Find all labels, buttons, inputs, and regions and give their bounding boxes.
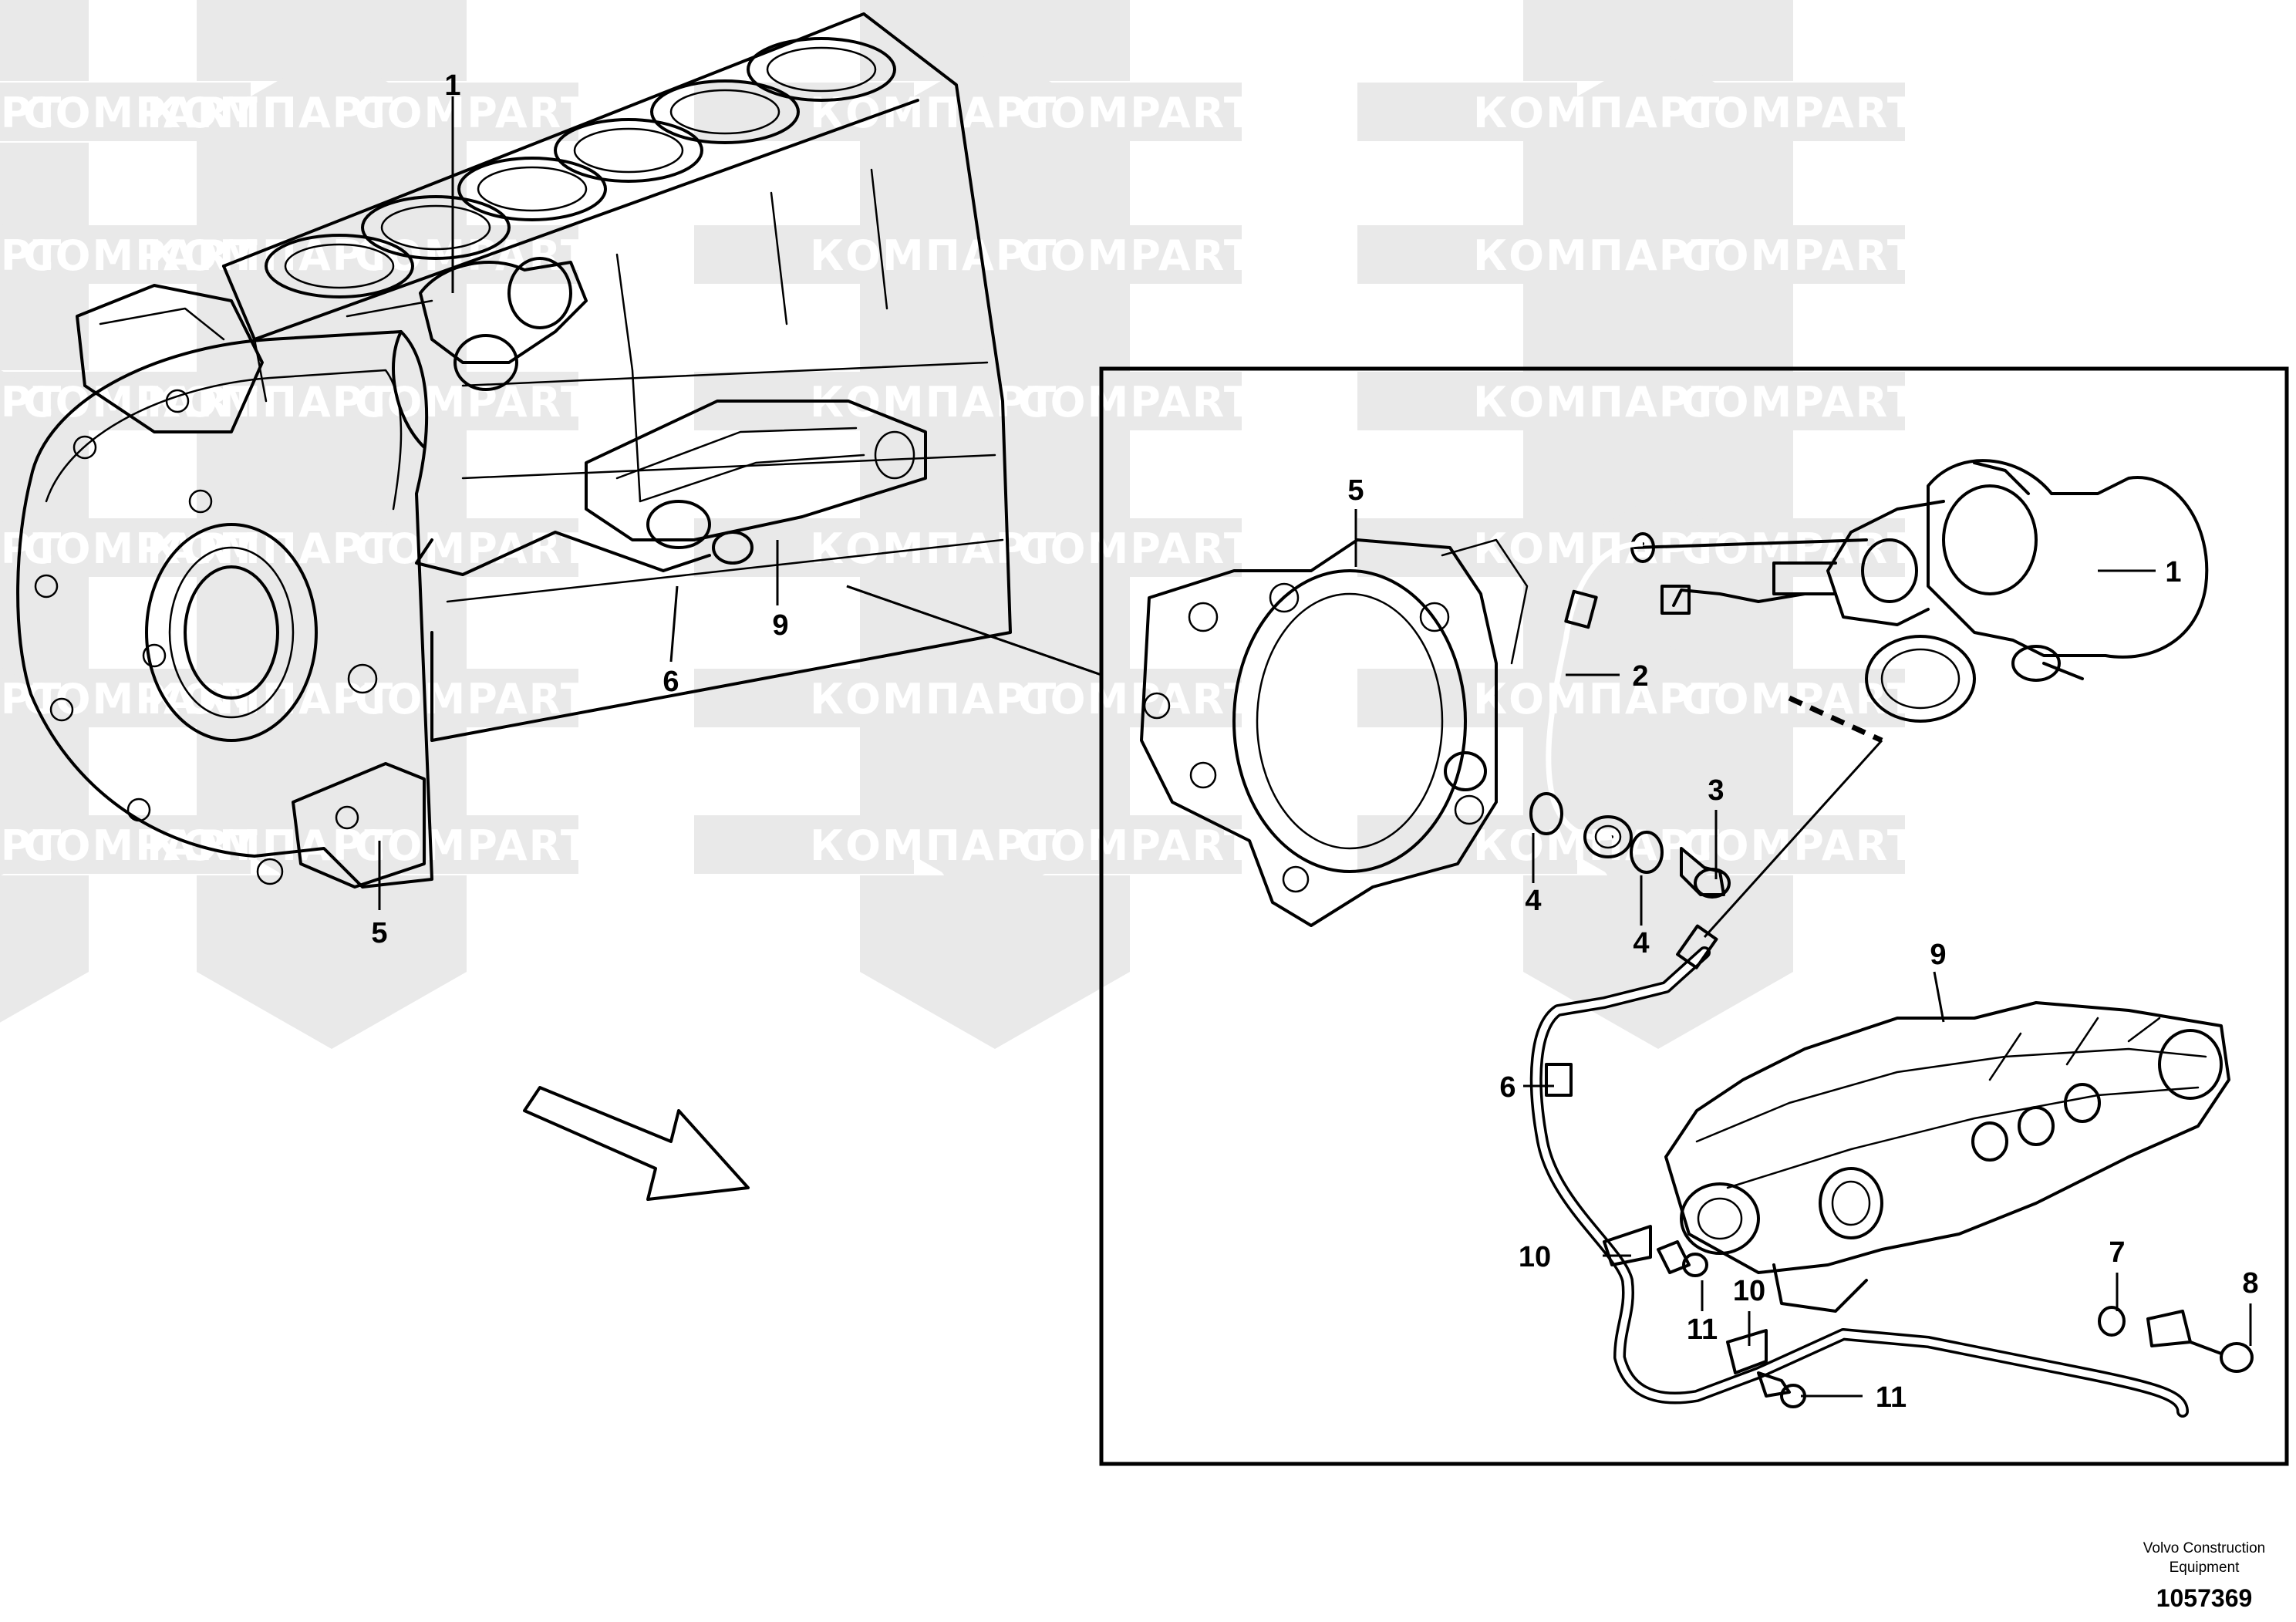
footer-block: Volvo Construction Equipment 1057369 [2143, 1540, 2265, 1612]
watermark-text-cyrillic: КОМПАРТ [1473, 821, 1721, 870]
watermark-text-cyrillic: КОМПАРТ [2136, 231, 2296, 280]
part-5-housing [1140, 538, 1529, 927]
watermark-text-cyrillic: КОМПАРТ [810, 821, 1057, 870]
part-10-clip-b [1726, 1329, 1768, 1374]
drawing-number: 1057369 [2156, 1584, 2253, 1612]
part-4-washer-b [1630, 831, 1664, 874]
part-9-oil-pump [1664, 1001, 2230, 1313]
watermark-text-latin: COMPART [355, 89, 591, 137]
watermark-text-cyrillic: КОМПАРТ [0, 524, 62, 573]
watermark-text-cyrillic: КОМПАРТ [0, 821, 62, 870]
watermark-text-cyrillic: КОМПАРТ [2136, 524, 2296, 573]
callout-detail-4b: 4 [1633, 927, 1649, 959]
direction-arrow [523, 1086, 750, 1201]
watermark-layer: КОМПАРТCOMPARTКОМПАРТCOMPARTКОМПАРТCOMPA… [0, 0, 2296, 1049]
callout-detail-11a: 11 [1687, 1313, 1718, 1346]
part-7-washer [2098, 1306, 2126, 1337]
watermark-text-cyrillic: КОМПАРТ [2136, 378, 2296, 427]
watermark-text-cyrillic: КОМПАРТ [0, 378, 62, 427]
watermark-text-cyrillic: КОМПАРТ [1473, 378, 1721, 427]
watermark-text-latin: COMPART [1018, 378, 1254, 427]
callout-detail-9: 9 [1930, 939, 1946, 971]
watermark-text-cyrillic: КОМПАРТ [1473, 89, 1721, 137]
part-4-washer-a [1529, 792, 1563, 835]
callout-detail-11b: 11 [1876, 1381, 1907, 1414]
watermark-text-latin: COMPART [355, 821, 591, 870]
watermark-text-cyrillic: КОМПАРТ [2136, 675, 2296, 723]
watermark-text-cyrillic: КОМПАРТ [810, 231, 1057, 280]
watermark-text-latin: COMPART [23, 231, 259, 280]
watermark-text-latin: COMPART [23, 821, 259, 870]
footer-brand-line2: Equipment [2170, 1560, 2240, 1576]
callout-detail-5: 5 [1347, 474, 1364, 507]
detail-view [1099, 366, 2289, 1466]
callout-detail-8: 8 [2242, 1267, 2258, 1300]
watermark-text-cyrillic: КОМПАРТ [810, 675, 1057, 723]
part-6-pipe [1529, 924, 2189, 1418]
callout-detail-1: 1 [2165, 556, 2181, 588]
part-1-valve [1630, 459, 2209, 723]
watermark-text-latin: COMPART [1018, 675, 1254, 723]
part-2-hose [1546, 541, 1644, 858]
part-8-bolt [2146, 1310, 2254, 1373]
zoom-indicator [846, 585, 1102, 676]
watermark-text-latin: COMPART [355, 524, 591, 573]
watermark-text-latin: COMPART [355, 675, 591, 723]
watermark-text-latin: COMPART [1681, 821, 1917, 870]
alignment-dashes [1788, 695, 1883, 744]
watermark-text-cyrillic: КОМПАРТ [2136, 821, 2296, 870]
watermark-text-cyrillic: КОМПАРТ [1473, 231, 1721, 280]
watermark-text-latin: COMPART [1681, 378, 1917, 427]
detail-frame [1099, 366, 2289, 1466]
watermark-text-cyrillic: КОМПАРТ [2136, 89, 2296, 137]
footer-brand-line1: Volvo Construction [2143, 1540, 2265, 1556]
watermark-text-latin: COMPART [1018, 231, 1254, 280]
callout-overview-1: 1 [444, 69, 460, 102]
watermark-text-cyrillic: КОМПАРТ [147, 89, 394, 137]
callout-overview-9: 9 [772, 609, 788, 642]
watermark-text-cyrillic: КОМПАРТ [810, 524, 1057, 573]
callout-detail-10a: 10 [1519, 1241, 1551, 1273]
watermark-text-latin: COMPART [1018, 821, 1254, 870]
callout-labels: 1 5 6 9 1 2 3 4 4 5 6 7 8 9 10 10 11 11 [371, 69, 2258, 1414]
watermark-text-latin: COMPART [1681, 524, 1917, 573]
callout-detail-4a: 4 [1525, 885, 1541, 917]
callout-detail-2: 2 [1632, 660, 1648, 693]
watermark-text-cyrillic: КОМПАРТ [0, 231, 62, 280]
part-11-bolt-b [1757, 1371, 1806, 1408]
part-3-bolt [1680, 847, 1731, 899]
callout-detail-6: 6 [1499, 1071, 1515, 1104]
engine-block-overview [16, 12, 1012, 910]
watermark-text-latin: COMPART [1681, 231, 1917, 280]
watermark-text-cyrillic: КОМПАРТ [0, 89, 62, 137]
watermark-text-latin: COMPART [23, 89, 259, 137]
callout-overview-5: 5 [371, 917, 387, 949]
watermark-text-latin: COMPART [1018, 524, 1254, 573]
callout-detail-7: 7 [2109, 1236, 2125, 1269]
watermark-text-latin: COMPART [1018, 89, 1254, 137]
part-11-bolt-a [1657, 1240, 1708, 1277]
watermark-text-latin: COMPART [1681, 89, 1917, 137]
callout-detail-10b: 10 [1733, 1275, 1765, 1307]
watermark-text-cyrillic: КОМПАРТ [1473, 675, 1721, 723]
part-10-clip-a [1603, 1225, 1652, 1266]
callout-overview-6: 6 [663, 666, 679, 698]
watermark-text-cyrillic: КОМПАРТ [0, 675, 62, 723]
callout-detail-3: 3 [1708, 774, 1724, 807]
watermark-text-cyrillic: КОМПАРТ [147, 821, 394, 870]
watermark-text-latin: COMPART [1681, 675, 1917, 723]
